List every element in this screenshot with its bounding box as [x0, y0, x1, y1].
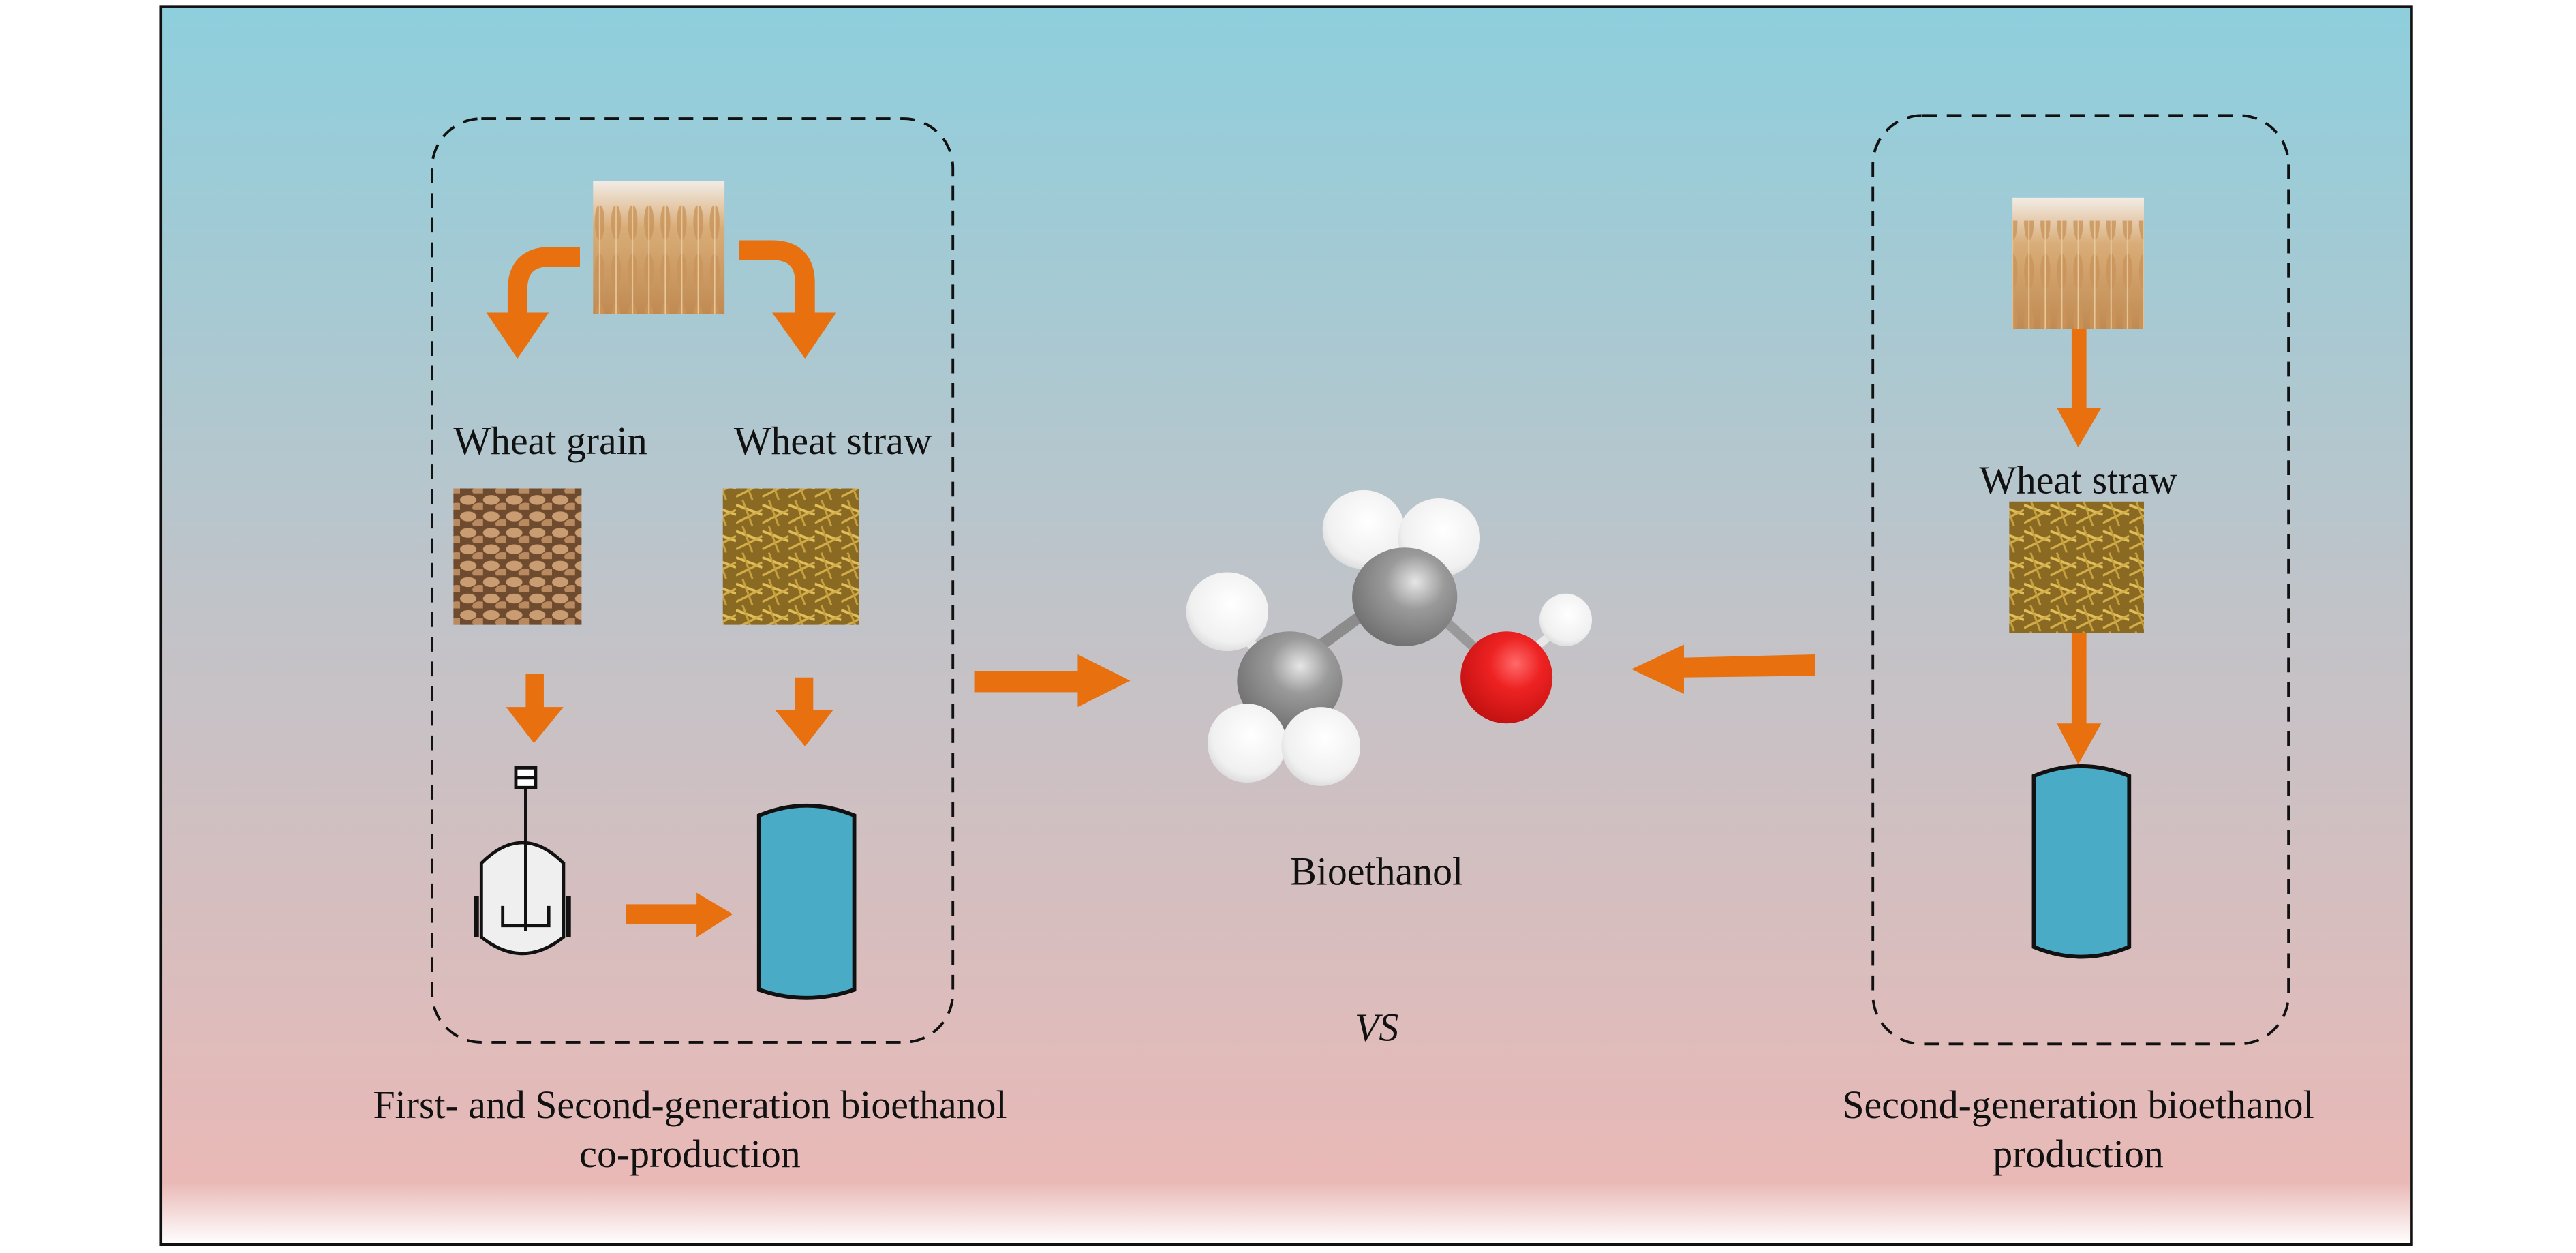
fermentation-tank-icon [2031, 764, 2132, 959]
wheat-straw-label: Wheat straw [1979, 458, 2177, 502]
hydrogen-atom [1539, 593, 1592, 646]
wheat-straw-image [722, 488, 859, 625]
right-caption-line1: Second-generation bioethanol [1842, 1083, 2314, 1127]
arrowhead-to-grain [486, 312, 549, 359]
carbon-atom [1352, 547, 1458, 646]
curved-arrow-to-straw [739, 240, 815, 313]
oxygen-atom [1460, 631, 1553, 724]
right-dashed-box [1871, 114, 2290, 1046]
arrowhead-to-straw [772, 312, 837, 359]
down-arrow-grain [506, 674, 564, 744]
left-panel-coproduction: Wheat grain Wheat straw First- and Secon… [373, 117, 1007, 1176]
wheat-grain-image [453, 488, 582, 625]
wheat-straw-image [2009, 501, 2144, 633]
left-caption-line2: co-production [579, 1132, 801, 1176]
left-caption-line1: First- and Second-generation bioethanol [373, 1083, 1007, 1127]
right-caption-line2: production [1993, 1132, 2164, 1176]
down-arrow-to-tank [2057, 633, 2102, 765]
wheat-plant-image [2012, 197, 2144, 329]
arrow-right-to-bioethanol [1631, 644, 1815, 694]
hydrogen-atom [1281, 707, 1361, 786]
stirred-reactor-icon [474, 766, 571, 956]
hydrogen-atom [1186, 572, 1269, 652]
bioethanol-label: Bioethanol [1290, 849, 1463, 893]
right-panel-second-generation: Wheat straw Second-generation bioethanol… [1842, 114, 2314, 1176]
ethanol-molecule-icon [1186, 489, 1592, 786]
left-dashed-box [431, 117, 955, 1044]
down-arrow-to-straw [2057, 329, 2102, 448]
down-arrow-straw [775, 677, 833, 746]
wheat-plant-image [593, 181, 725, 314]
hydrogen-atom [1207, 704, 1287, 783]
vs-label: VS [1355, 1006, 1398, 1050]
arrow-left-to-bioethanol [974, 654, 1131, 708]
wheat-grain-label: Wheat grain [453, 419, 647, 463]
curved-arrow-to-grain [507, 247, 580, 313]
carbon-atom [1237, 631, 1343, 730]
wheat-straw-label: Wheat straw [734, 419, 932, 463]
arrow-reactor-to-tank [626, 892, 733, 937]
hydrogen-atom [1322, 489, 1405, 569]
fermentation-tank-icon [756, 803, 857, 1000]
